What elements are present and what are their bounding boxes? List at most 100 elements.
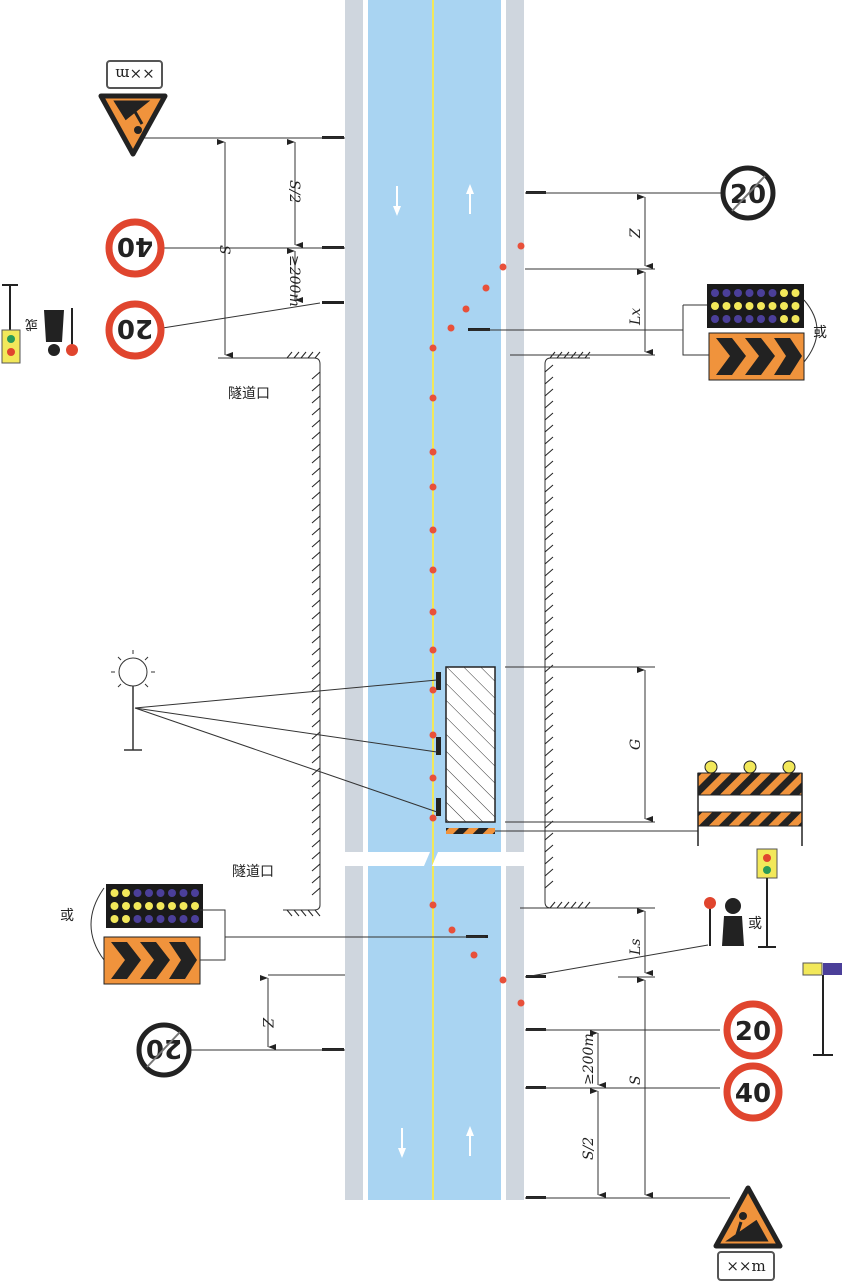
wall-hatch (300, 909, 307, 917)
traffic-cone (429, 344, 437, 352)
traffic-cones (429, 242, 525, 1007)
right-shoulder (506, 0, 524, 1200)
led-dot (722, 315, 731, 323)
wall-hatch (544, 628, 554, 637)
dim-label-s-half: S/2 (286, 180, 302, 203)
led-dot (179, 902, 188, 910)
wall-hatch (544, 376, 554, 385)
led-dot (711, 302, 719, 310)
led-dot (145, 889, 153, 897)
wall-hatch (577, 901, 584, 909)
wall-hatch (311, 851, 321, 860)
worker-icon (739, 1212, 747, 1220)
wall-hatch (544, 844, 554, 853)
wall-hatch (311, 527, 321, 536)
led-dot (168, 902, 176, 910)
led-dot (191, 889, 199, 897)
wall-hatch (544, 412, 554, 421)
traffic-cone (429, 608, 437, 616)
barricade-with-lamps (697, 760, 803, 846)
wall-hatch (544, 664, 554, 673)
wall-hatch (544, 760, 554, 769)
road-work-warning-sign (713, 1185, 783, 1249)
wall-hatch (311, 467, 321, 476)
tunnel-entrance-label: 隧道口 (228, 386, 270, 402)
speed-limit-sign-40: 40 (105, 218, 165, 278)
led-dot (145, 902, 153, 910)
work-area-hatch (446, 667, 495, 822)
traffic-cone (429, 566, 437, 574)
wall-hatch (544, 520, 554, 529)
traffic-cone (429, 686, 437, 694)
wall-hatch (311, 383, 321, 392)
led-dot (179, 915, 188, 923)
wall-hatch (311, 623, 321, 632)
wall-hatch (556, 901, 563, 909)
led-dot (122, 915, 130, 923)
led-dot (734, 302, 742, 310)
wall-hatch (311, 731, 321, 740)
led-dot (757, 315, 765, 323)
traffic-cone (429, 646, 437, 654)
led-dot (110, 889, 119, 897)
distance-plate: ××m (106, 60, 163, 89)
wall-hatch (311, 887, 321, 896)
svg-text:20: 20 (735, 1017, 771, 1047)
light-icon (111, 650, 155, 751)
traffic-cone (462, 305, 470, 313)
wall-hatch (311, 575, 321, 584)
led-dot (711, 289, 719, 297)
wall-hatch (544, 604, 554, 613)
led-dot (780, 289, 788, 297)
end-speed-limit-sign-20: 20 (136, 1022, 192, 1078)
wall-hatch (293, 909, 300, 917)
led-dot (745, 302, 754, 310)
traffic-light-sign (756, 848, 778, 948)
led-dot (133, 902, 142, 910)
wall-hatch (563, 901, 570, 909)
wall-hatch (311, 695, 321, 704)
wall-hatch (307, 351, 314, 359)
wall-hatch (311, 647, 321, 656)
wall-hatch (544, 748, 554, 757)
traffic-light-sign (1, 284, 21, 364)
wall-hatch (293, 351, 300, 359)
dim-label-200m: ≥200m (581, 1033, 597, 1085)
led-dot (757, 289, 765, 297)
road-work-warning-sign (98, 93, 168, 157)
dim-label-lx: Lx (628, 308, 644, 326)
dim-label-z: Z (259, 1017, 275, 1028)
wall-hatch (544, 724, 554, 733)
led-dot (122, 889, 130, 897)
dim-label-s-half: S/2 (581, 1137, 597, 1160)
led-dot (122, 902, 130, 910)
or-label: 或 (813, 325, 827, 341)
led-dot (745, 289, 754, 297)
dim-label-s: S (628, 1075, 644, 1085)
led-dot (768, 302, 777, 310)
dim-label-s: S (216, 245, 232, 255)
wall-hatch (544, 616, 554, 625)
or-label: 或 (748, 916, 762, 932)
wall-hatch (544, 460, 554, 469)
wall-hatch (311, 815, 321, 824)
arrow-light-board (106, 884, 203, 928)
direction-arrow-up (466, 1126, 474, 1156)
wall-hatch (544, 676, 554, 685)
wall-hatch (311, 371, 321, 380)
dimensions (217, 139, 655, 1198)
wall-hatch (311, 683, 321, 692)
led-dot (168, 889, 176, 897)
wall-hatch (311, 659, 321, 668)
wall-hatch (544, 736, 554, 745)
traffic-cone (470, 951, 478, 959)
chevron-sign (708, 332, 805, 381)
led-dot (734, 289, 742, 297)
dim-label-g: G (628, 739, 644, 750)
traffic-cone (429, 483, 437, 491)
traffic-cone (429, 814, 437, 822)
traffic-cone (429, 394, 437, 402)
led-dot (791, 302, 800, 310)
wall-hatch (311, 791, 321, 800)
wall-hatch (544, 772, 554, 781)
